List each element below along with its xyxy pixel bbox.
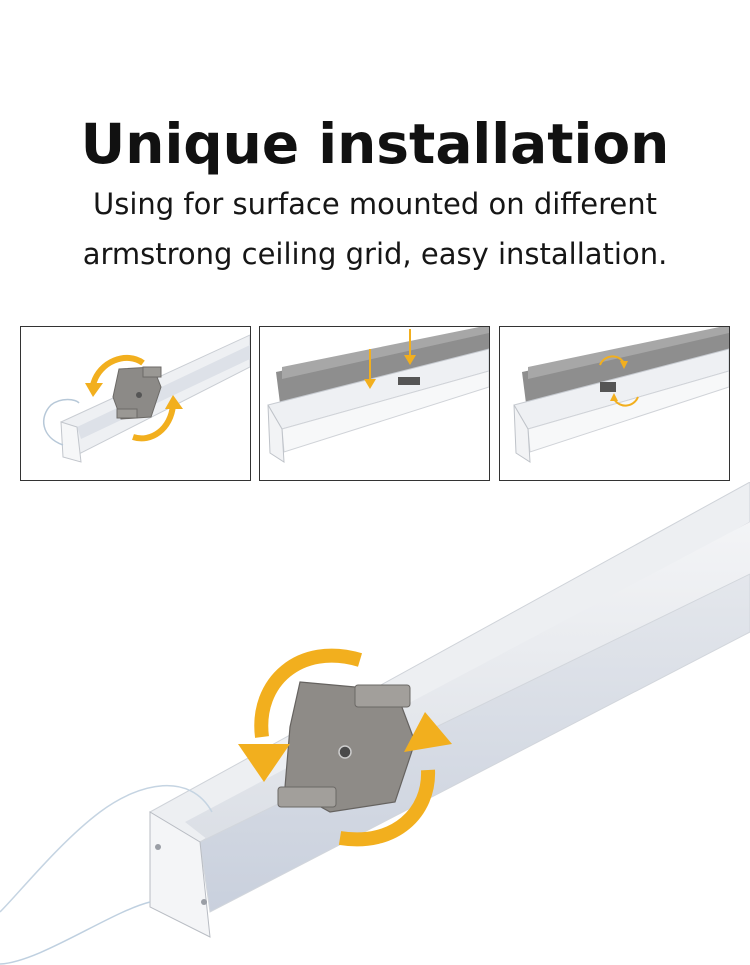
rotate-arrow-icon: [238, 648, 452, 847]
hero-product-image: [0, 482, 750, 965]
step-2-image: [259, 326, 490, 481]
step-1-image: [20, 326, 251, 481]
page-title: Unique installation: [80, 112, 670, 176]
lock-rotation-illustration: [513, 327, 729, 463]
rotate-arrow-icon: [85, 355, 183, 442]
rotate-arrow-icon: [599, 355, 639, 407]
subtitle-line-2: armstrong ceiling grid, easy installatio…: [82, 237, 668, 271]
grid-mount-illustration: [267, 327, 489, 463]
linear-light-illustration: [0, 482, 750, 965]
subtitle-line-1: Using for surface mounted on different: [93, 187, 657, 221]
step-3-image: [499, 326, 730, 481]
down-arrow-icon: [364, 329, 416, 389]
bracket-rotation-illustration: [42, 334, 250, 463]
